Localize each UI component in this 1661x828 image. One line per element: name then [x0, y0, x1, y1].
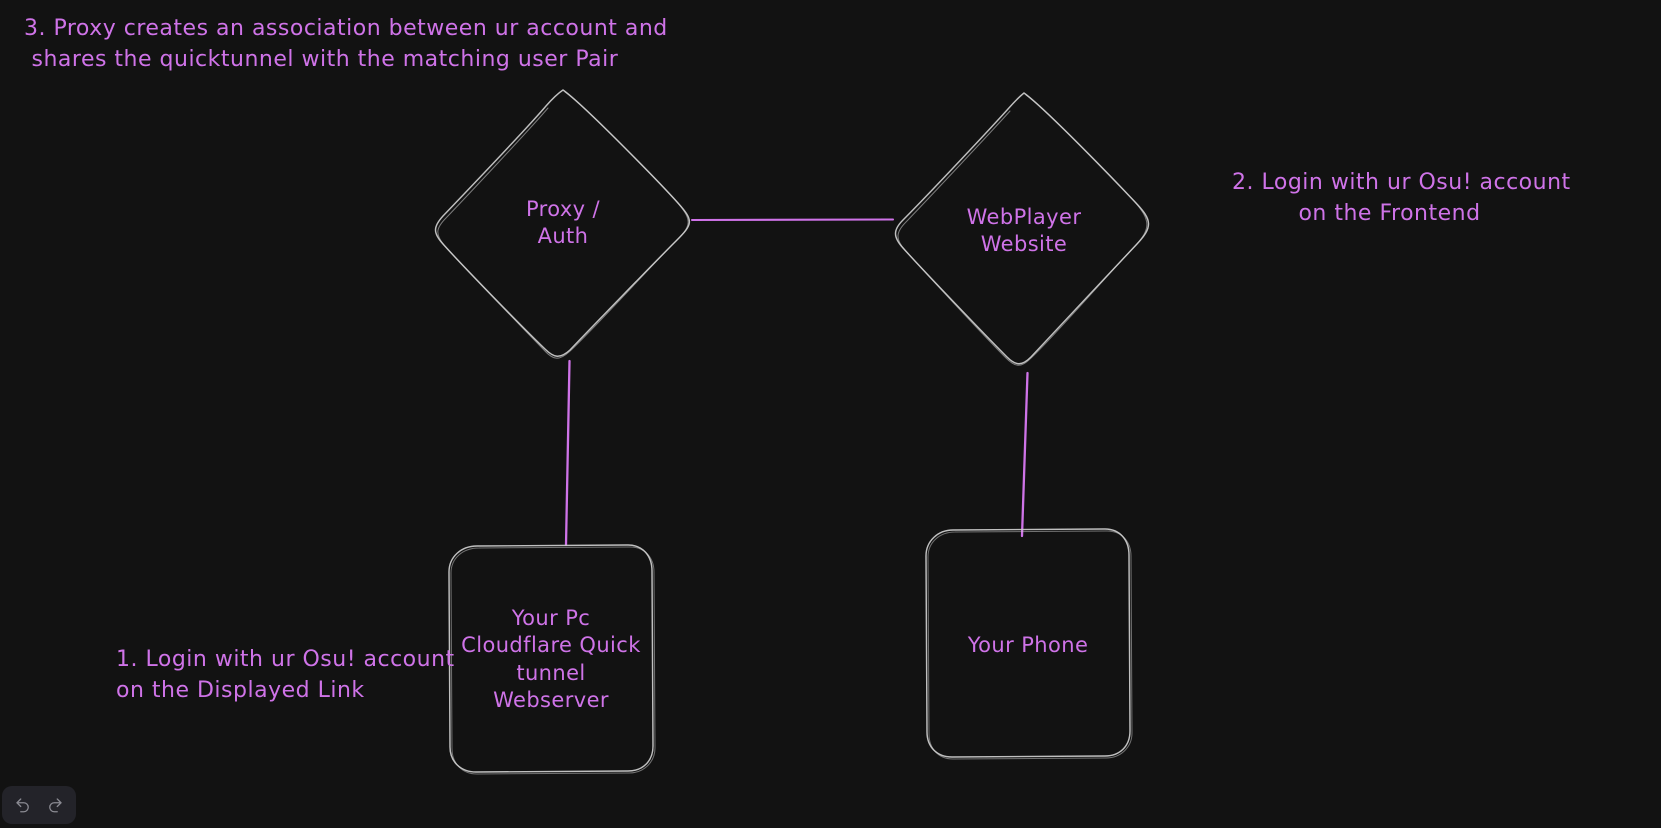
redo-button[interactable]: [40, 791, 70, 819]
node-shape-webplayer-website[interactable]: [894, 92, 1150, 366]
undo-arrow-icon: [14, 796, 32, 814]
node-label-your-phone: Your Phone: [967, 633, 1089, 657]
annotation-note-3: 3. Proxy creates an association between …: [24, 16, 668, 73]
connector-webplayer-to-your-phone[interactable]: [1020, 371, 1029, 538]
connector-proxy-to-webplayer[interactable]: [690, 218, 895, 222]
undo-button[interactable]: [8, 791, 38, 819]
annotation-note-2: 2. Login with ur Osu! account on the Fro…: [1232, 170, 1571, 227]
node-shape-your-pc[interactable]: [448, 544, 656, 775]
node-shape-your-phone[interactable]: [925, 528, 1133, 760]
node-label-your-pc: Your Pc Cloudflare Quick tunnel Webserve…: [461, 606, 641, 712]
redo-arrow-icon: [46, 796, 64, 814]
node-label-webplayer-website: WebPlayer Website: [966, 205, 1082, 257]
history-toolbar[interactable]: [2, 786, 76, 824]
connector-proxy-to-your-pc[interactable]: [564, 359, 571, 547]
node-shape-proxy-auth[interactable]: [434, 89, 691, 359]
annotation-note-1: 1. Login with ur Osu! account on the Dis…: [116, 647, 455, 704]
node-label-proxy-auth: Proxy / Auth: [525, 197, 601, 249]
